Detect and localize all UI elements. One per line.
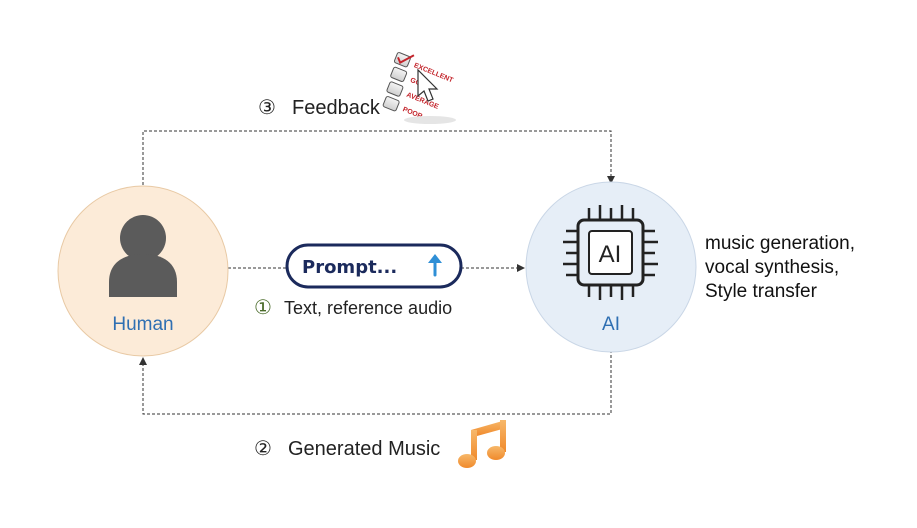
step3-label: ③ Feedback — [258, 95, 381, 119]
step1-label: ① Text, reference audio — [254, 295, 452, 319]
human-label: Human — [112, 314, 173, 335]
human-node: Human — [57, 185, 229, 357]
step2-text: Generated Music — [288, 438, 440, 460]
step3-number: ③ — [258, 95, 276, 119]
prompt-box: Prompt... — [285, 243, 463, 289]
ai-node: AI AI — [525, 181, 697, 353]
step1-number: ① — [254, 295, 272, 319]
step1-text: Text, reference audio — [284, 298, 452, 318]
feedback-connector — [142, 130, 615, 185]
ai-chip-icon — [563, 205, 658, 300]
hand-cursor-icon — [417, 68, 439, 102]
person-icon — [109, 215, 177, 297]
step3-text: Feedback — [292, 97, 381, 119]
generated-music-connector — [139, 350, 612, 415]
up-arrow-icon — [428, 254, 442, 277]
ai-label: AI — [602, 314, 620, 335]
capability-item: music generation, — [705, 233, 855, 254]
step2-label: ② Generated Music — [254, 436, 440, 460]
step2-number: ② — [254, 436, 272, 460]
rating-card-icon: EXCELLENT GOOD AVERAGE POOR — [382, 52, 456, 124]
ai-chip-text: AI — [599, 241, 622, 268]
ai-capabilities: music generation, vocal synthesis, Style… — [705, 233, 855, 302]
capability-item: Style transfer — [705, 281, 818, 302]
music-note-icon — [458, 420, 506, 468]
capability-item: vocal synthesis, — [705, 257, 839, 278]
prompt-text: Prompt... — [302, 257, 397, 278]
